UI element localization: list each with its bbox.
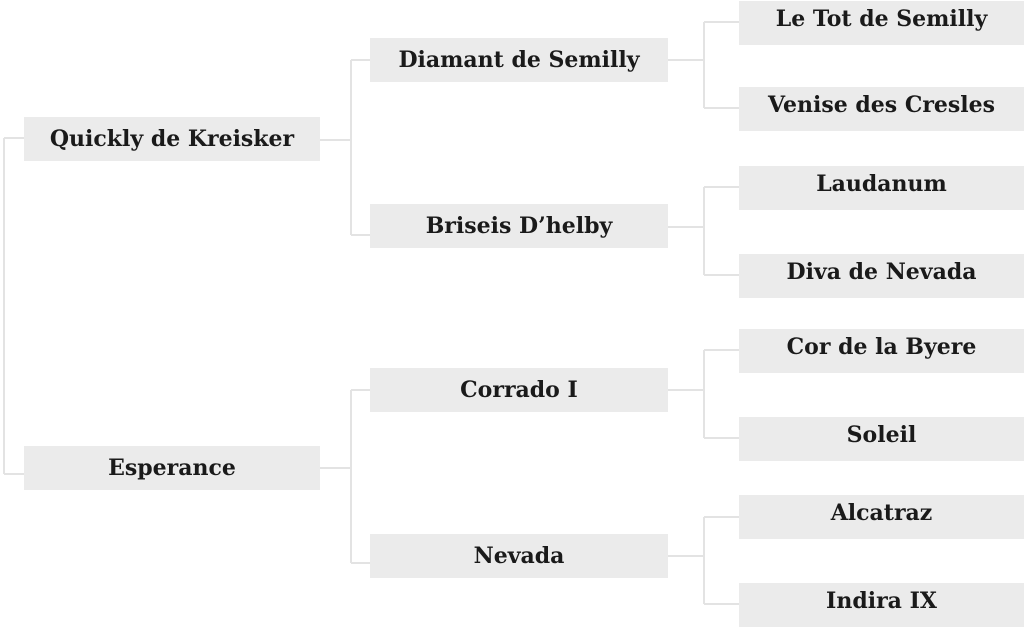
great-grandparent-node: Cor de la Byere [739,329,1024,373]
great-grandparent-node: Soleil [739,417,1024,461]
sire-dam-node: Briseis D’helby [370,204,668,248]
great-grandparent-node: Indira IX [739,583,1024,627]
great-grandparent-node: Alcatraz [739,495,1024,539]
great-grandparent-node: Laudanum [739,166,1024,210]
great-grandparent-node: Diva de Nevada [739,254,1024,298]
great-grandparent-node: Venise des Cresles [739,87,1024,131]
dam-node: Esperance [24,446,320,490]
sire-node: Quickly de Kreisker [24,117,320,161]
dam-dam-node: Nevada [370,534,668,578]
dam-sire-node: Corrado I [370,368,668,412]
sire-sire-node: Diamant de Semilly [370,38,668,82]
great-grandparent-node: Le Tot de Semilly [739,1,1024,45]
